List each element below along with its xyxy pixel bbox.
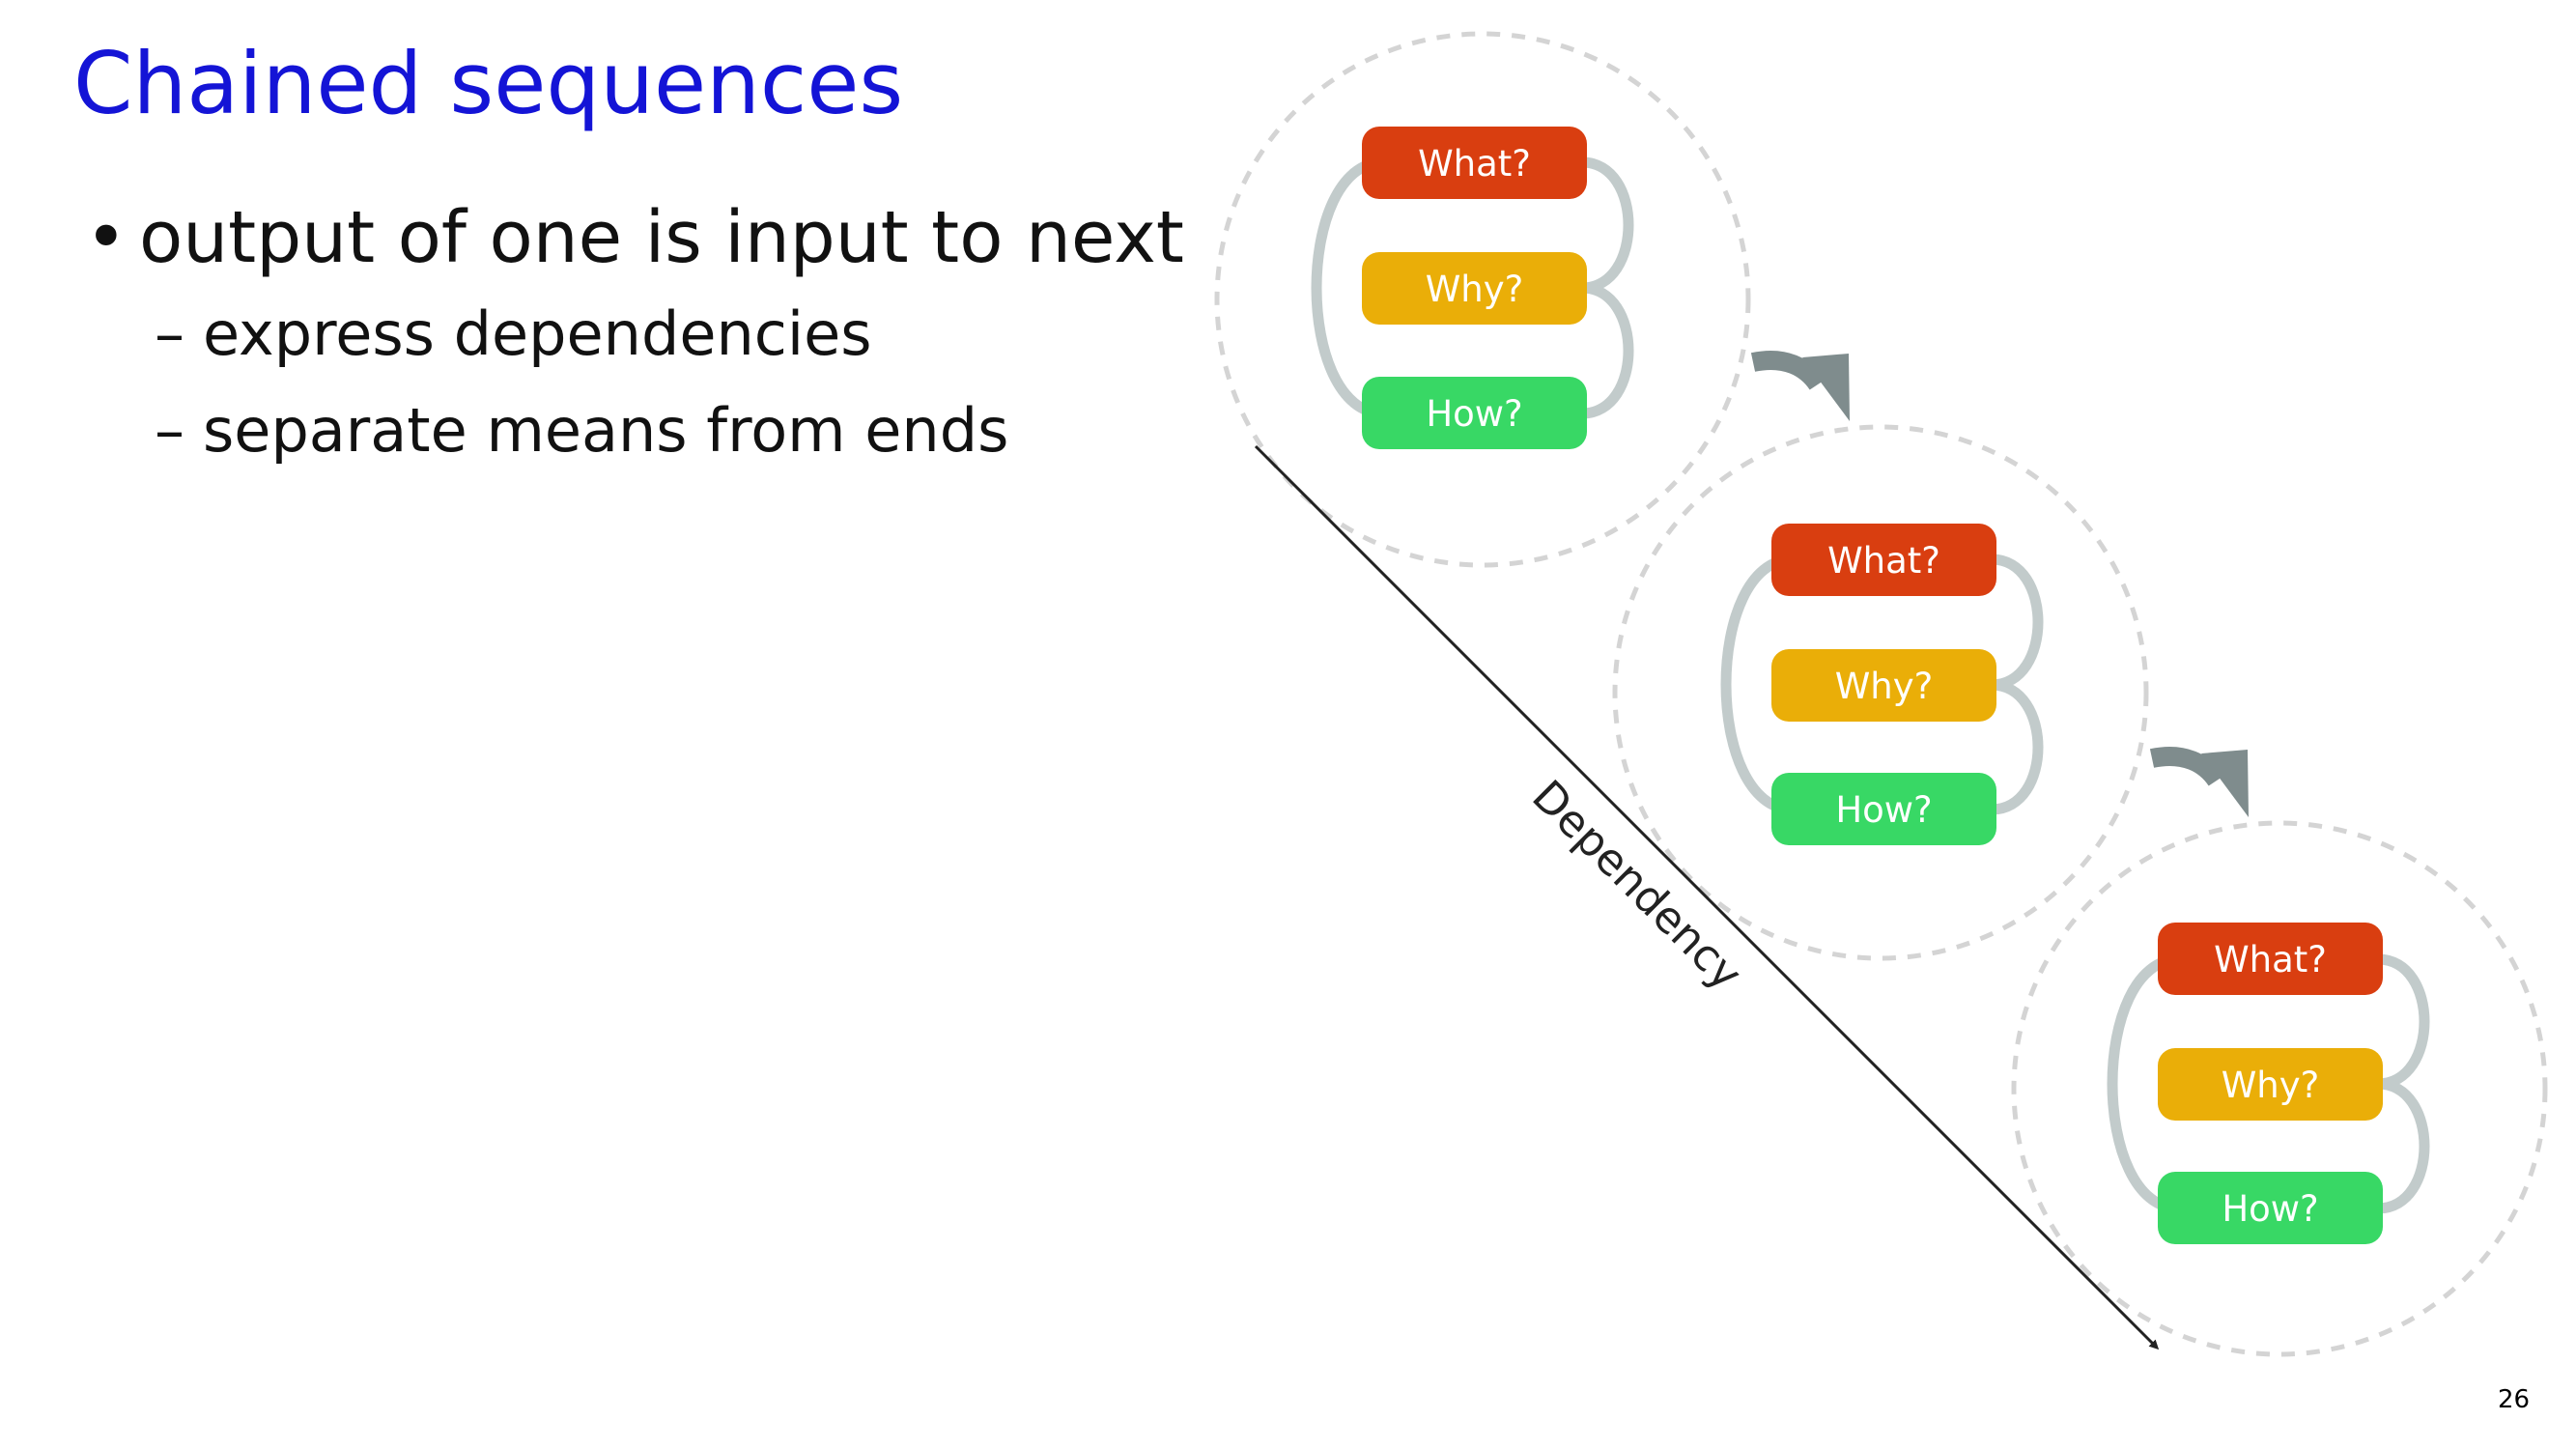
how-label: How? — [1426, 393, 1522, 435]
dependency-label: Dependency — [1522, 770, 1752, 1000]
sub-bullet-text: express dependencies — [203, 298, 872, 369]
what-label: What? — [1827, 540, 1940, 582]
dashed-circle — [1612, 424, 2149, 961]
sub-bullet-item: –separate means from ends — [155, 383, 1184, 479]
connector-right-upper — [1581, 156, 1634, 294]
connector-left — [2107, 953, 2180, 1214]
dependency-arrow — [1254, 444, 2160, 1350]
what-label: What? — [1418, 143, 1531, 185]
sequence-group-2: What? Why? How? — [1612, 424, 2149, 961]
how-label: How? — [2222, 1188, 2318, 1230]
why-label: Why? — [2222, 1065, 2320, 1106]
sequence-group-3: What? Why? How? — [2011, 820, 2548, 1357]
bullet-text: output of one is input to next — [139, 196, 1184, 279]
connector-right-upper — [1991, 554, 2044, 691]
connector-right-lower — [1991, 679, 2044, 815]
what-label: What? — [2214, 939, 2327, 980]
how-box: How? — [1771, 773, 1996, 845]
dashed-circle — [1214, 31, 1751, 568]
why-label: Why? — [1426, 269, 1524, 310]
connector-left — [1720, 554, 1794, 815]
how-label: How? — [1835, 789, 1932, 831]
connector-right-upper — [2377, 953, 2430, 1090]
sub-bullet-text: separate means from ends — [203, 395, 1009, 466]
slide-title: Chained sequences — [73, 34, 904, 133]
chain-arrow-1-icon — [1750, 351, 1850, 421]
what-box: What? — [1771, 524, 1996, 596]
why-box: Why? — [1362, 252, 1587, 325]
why-label: Why? — [1835, 666, 1934, 707]
chain-arrow-2-icon — [2149, 747, 2249, 817]
how-box: How? — [2158, 1172, 2383, 1244]
what-box: What? — [1362, 127, 1587, 199]
what-box: What? — [2158, 923, 2383, 995]
connector-left — [1311, 156, 1384, 419]
why-box: Why? — [1771, 649, 1996, 722]
sequence-group-1: What? Why? How? — [1214, 31, 1751, 568]
bullet-item: •output of one is input to next — [85, 189, 1184, 286]
sub-bullet-dash-icon: – — [155, 395, 184, 466]
how-box: How? — [1362, 377, 1587, 449]
sub-bullet-dash-icon: – — [155, 298, 184, 369]
why-box: Why? — [2158, 1048, 2383, 1121]
dashed-circle — [2011, 820, 2548, 1357]
bullet-dot-icon: • — [85, 196, 127, 279]
page-number: 26 — [2498, 1385, 2531, 1414]
connector-right-lower — [1581, 282, 1634, 419]
sub-bullet-item: –express dependencies — [155, 286, 1184, 383]
connector-right-lower — [2377, 1078, 2430, 1214]
bullet-list: •output of one is input to next –express… — [85, 189, 1184, 479]
